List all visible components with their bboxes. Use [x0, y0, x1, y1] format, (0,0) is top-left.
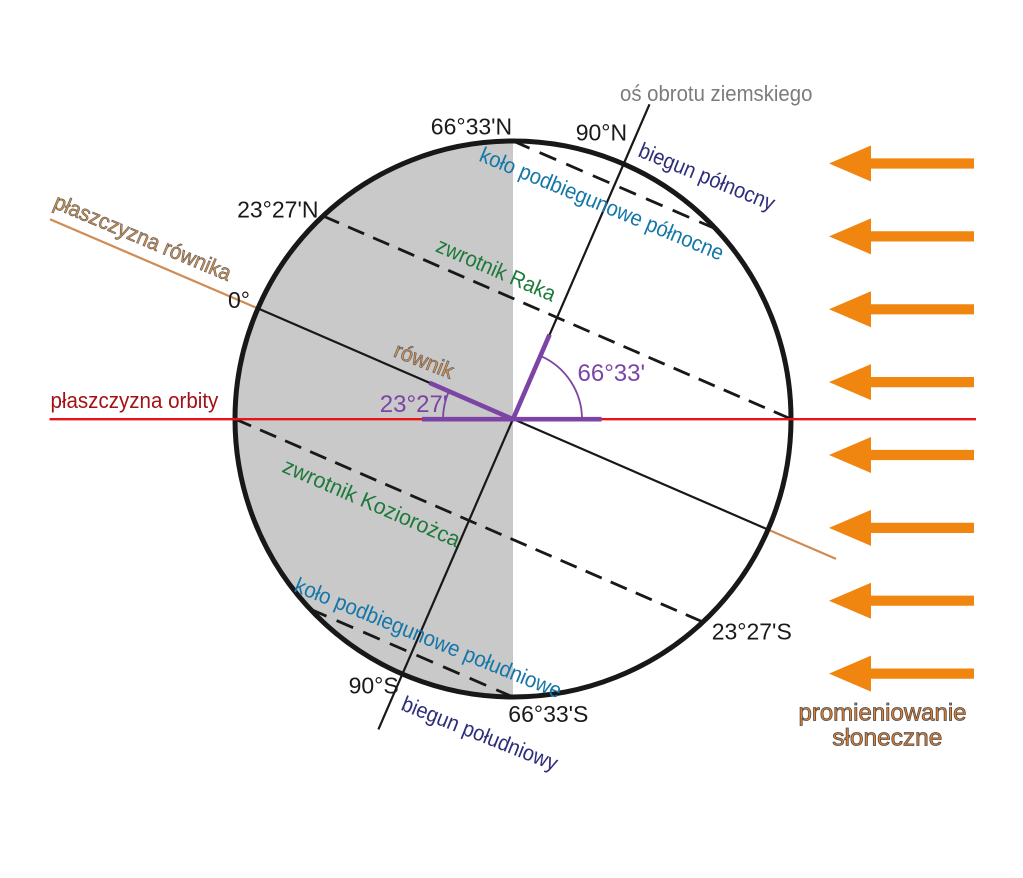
svg-text:0°: 0°	[228, 287, 250, 313]
svg-text:66°33'N: 66°33'N	[431, 114, 512, 140]
svg-text:90°S: 90°S	[349, 672, 399, 698]
svg-text:66°33': 66°33'	[578, 360, 646, 387]
svg-text:23°27'S: 23°27'S	[712, 618, 792, 644]
svg-text:66°33'S: 66°33'S	[508, 701, 588, 727]
svg-text:płaszczyzna orbity: płaszczyzna orbity	[51, 388, 219, 413]
svg-text:23°27': 23°27'	[380, 391, 448, 418]
svg-text:23°27'N: 23°27'N	[237, 197, 318, 223]
svg-text:90°N: 90°N	[576, 120, 627, 146]
svg-text:oś obrotu ziemskiego: oś obrotu ziemskiego	[620, 81, 812, 106]
svg-text:promieniowanie: promieniowanie	[799, 700, 967, 727]
svg-text:słoneczne: słoneczne	[832, 724, 942, 751]
